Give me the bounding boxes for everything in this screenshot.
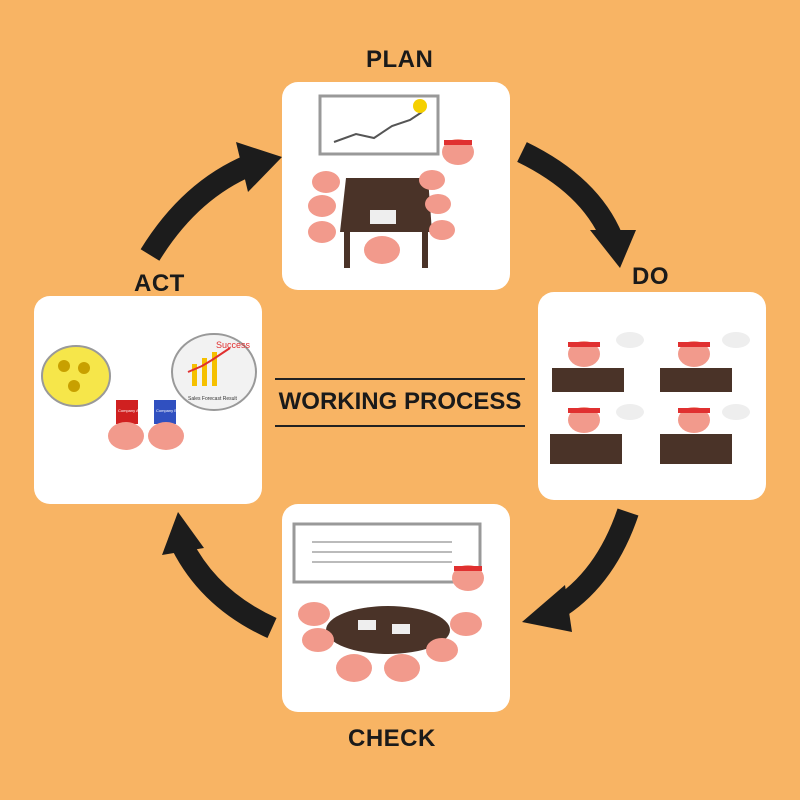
title-block: WORKING PROCESS xyxy=(275,378,525,428)
stage-label-do: DO xyxy=(632,263,669,290)
company-a-tag: Company A xyxy=(118,408,139,413)
brain-attendee xyxy=(419,170,445,190)
brain-presenter xyxy=(442,139,474,165)
do-illustration xyxy=(550,332,750,464)
speech-bubble xyxy=(722,404,750,420)
round-table xyxy=(326,606,450,654)
brain-attendee xyxy=(426,638,458,662)
arrow-check-to-act xyxy=(172,539,277,639)
check-illustration xyxy=(292,522,484,682)
brain-attendee xyxy=(302,628,334,652)
brain-attendee xyxy=(384,654,420,682)
check-card xyxy=(282,504,510,712)
plan-card xyxy=(282,82,510,290)
brain-attendee xyxy=(312,171,340,193)
stage-label-check: CHECK xyxy=(348,725,436,752)
stage-label-act: ACT xyxy=(134,270,185,297)
arrow-plan-to-do xyxy=(517,142,623,243)
brain-attendee xyxy=(298,602,330,626)
brain-company-b xyxy=(148,422,184,450)
chart-caption: Sales Forecast Result xyxy=(188,396,238,402)
speech-bubble xyxy=(616,332,644,348)
meeting-table xyxy=(340,178,432,232)
brain-attendee xyxy=(364,236,400,264)
plan-illustration xyxy=(308,94,474,268)
act-illustration: Success Sales Forecast Result Company A … xyxy=(41,333,257,450)
growth-line xyxy=(333,111,423,143)
brain-attendee xyxy=(308,221,336,243)
company-b-tag: Company B xyxy=(156,408,177,413)
arrow-act-to-plan xyxy=(140,154,255,261)
desk-worker-2 xyxy=(660,332,750,392)
brain-presenter xyxy=(452,565,484,591)
brain-attendee xyxy=(425,194,451,214)
money-bubble xyxy=(41,345,111,407)
arrow-do-to-check-head xyxy=(522,585,572,632)
desk-worker-1 xyxy=(552,332,644,392)
brain-company-a xyxy=(108,422,144,450)
do-card xyxy=(538,292,766,500)
act-card: Success Sales Forecast Result Company A … xyxy=(34,296,262,504)
title-rule-top xyxy=(275,378,525,380)
brain-attendee xyxy=(450,612,482,636)
arrow-check-to-act-head xyxy=(162,512,204,555)
title-rule-bottom xyxy=(275,425,525,427)
stage-label-plan: PLAN xyxy=(366,46,434,73)
company-b-hat xyxy=(154,400,176,424)
arrow-plan-to-do-head xyxy=(590,230,636,268)
arrow-act-to-plan-head xyxy=(236,142,282,192)
chart-label: Success xyxy=(216,340,251,350)
diagram-title: WORKING PROCESS xyxy=(278,388,522,415)
speech-bubble xyxy=(616,404,644,420)
brain-attendee xyxy=(308,195,336,217)
coin-icon xyxy=(413,99,427,113)
brain-attendee xyxy=(429,220,455,240)
desk-worker-3 xyxy=(550,404,644,464)
brain-attendee xyxy=(336,654,372,682)
company-a-hat xyxy=(116,400,138,424)
desk-worker-4 xyxy=(660,404,750,464)
speech-bubble xyxy=(722,332,750,348)
